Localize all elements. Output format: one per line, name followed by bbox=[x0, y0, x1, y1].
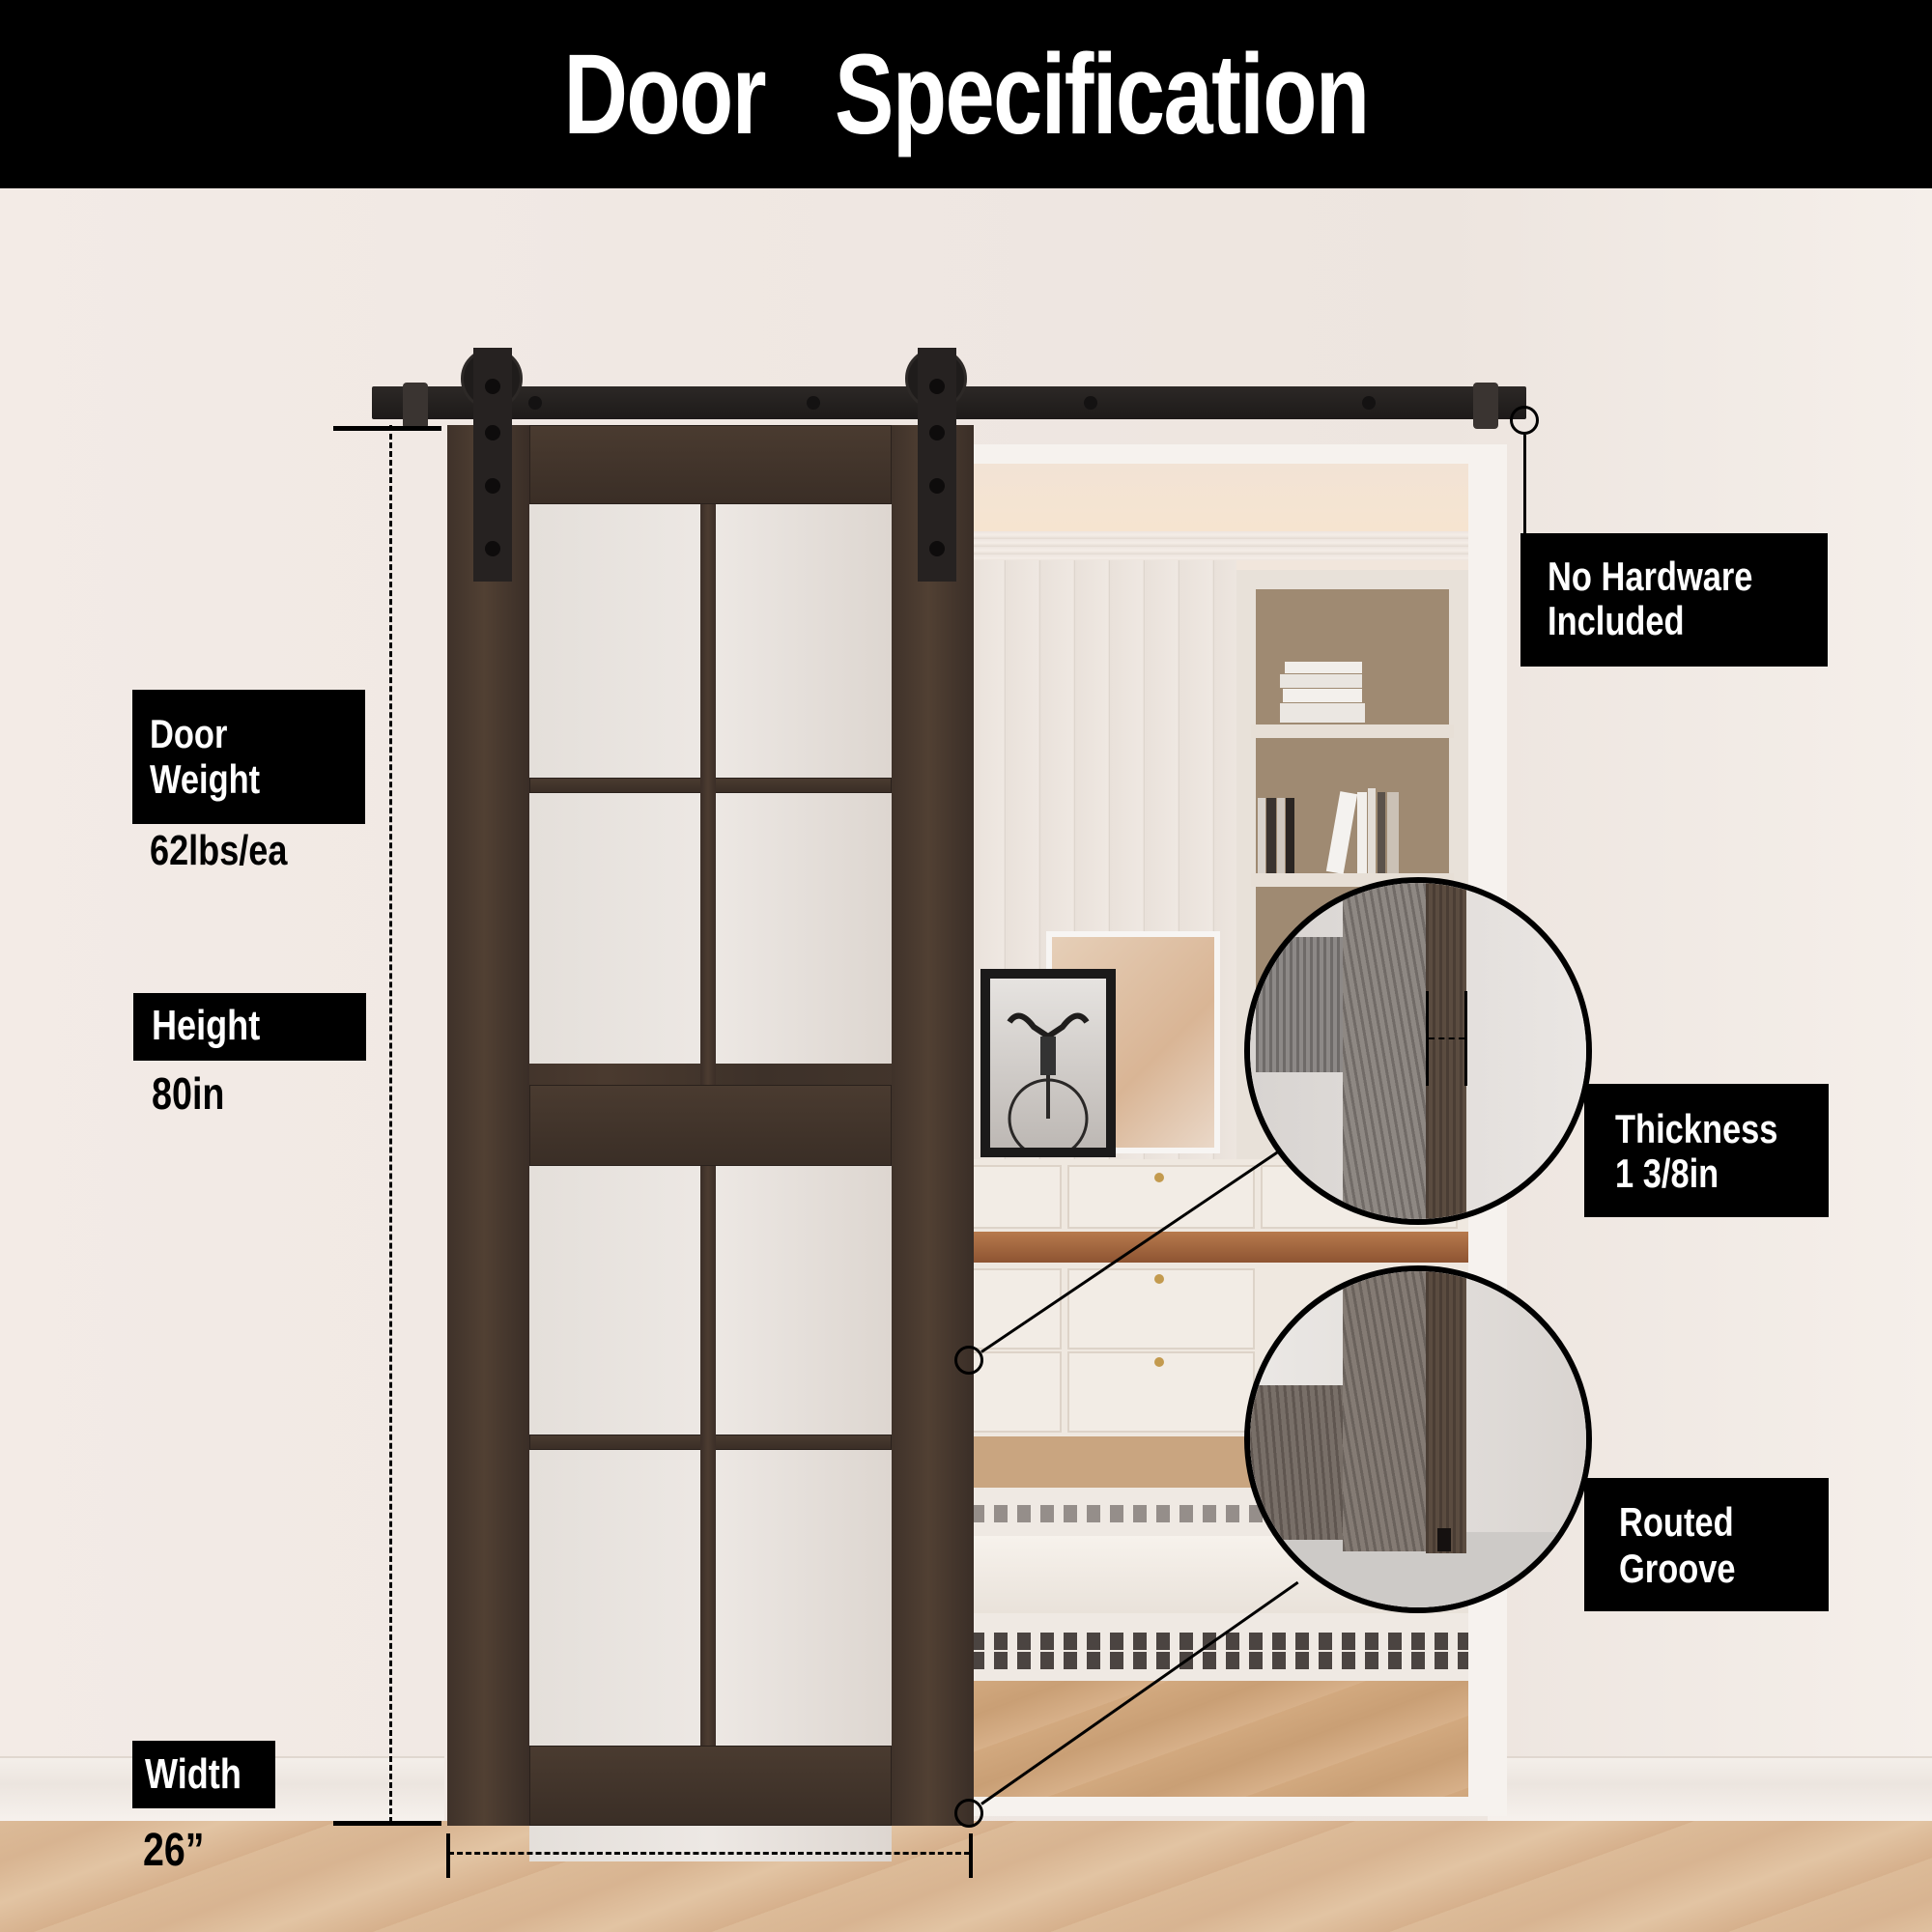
door-stile-face bbox=[1343, 1271, 1426, 1551]
routed-groove-line1: Routed bbox=[1619, 1499, 1734, 1545]
hanger-bolt bbox=[929, 379, 945, 394]
door-weight-value: 62lbs/ea bbox=[150, 827, 288, 874]
bicycle-icon bbox=[1007, 1012, 1090, 1159]
hanger-bolt bbox=[929, 425, 945, 440]
book bbox=[1387, 792, 1399, 873]
thickness-tick-left bbox=[1426, 991, 1429, 1086]
track-bolt bbox=[1362, 396, 1376, 410]
book bbox=[1286, 798, 1294, 873]
thickness-point-marker bbox=[954, 1346, 983, 1375]
thickness-line2: 1 3/8in bbox=[1615, 1151, 1719, 1196]
track-bolt bbox=[528, 396, 542, 410]
book-stack bbox=[1280, 674, 1362, 688]
baseboard-right bbox=[1488, 1756, 1932, 1823]
track-bolt bbox=[807, 396, 820, 410]
hanger-bolt bbox=[929, 478, 945, 494]
header-banner: Door Specification bbox=[0, 0, 1932, 188]
no-hardware-label: No Hardware Included bbox=[1520, 533, 1828, 667]
rug-pattern bbox=[971, 1652, 1468, 1669]
hanger-bolt bbox=[485, 425, 500, 440]
door-weight-label-line1: Door bbox=[150, 711, 228, 756]
rug-pattern bbox=[971, 1633, 1468, 1650]
bicycle-photo-frame bbox=[980, 969, 1116, 1159]
book bbox=[1258, 798, 1265, 873]
door-mullion-lower bbox=[700, 1166, 716, 1746]
door-edge bbox=[1426, 1271, 1466, 1553]
height-value: 80in bbox=[152, 1068, 225, 1119]
drawer bbox=[1067, 1351, 1255, 1433]
hanger-bolt bbox=[485, 478, 500, 494]
book bbox=[1277, 798, 1285, 873]
cabinet-door bbox=[971, 1165, 1062, 1229]
height-dimension-bottom-tick bbox=[333, 1821, 441, 1826]
routed-groove-detail-magnifier bbox=[1244, 1265, 1592, 1613]
book bbox=[1368, 788, 1376, 873]
routed-groove-slot bbox=[1437, 1528, 1451, 1551]
door-edge-thickness bbox=[1426, 883, 1466, 1219]
height-label: Height bbox=[133, 993, 366, 1061]
brass-knob bbox=[1154, 1357, 1164, 1367]
no-hardware-line1: No Hardware bbox=[1548, 554, 1753, 599]
hanger-bolt bbox=[929, 541, 945, 556]
book-stack bbox=[1280, 703, 1365, 723]
room-herringbone-floor bbox=[971, 1681, 1468, 1797]
doorway-room-view bbox=[971, 464, 1468, 1797]
book bbox=[1357, 792, 1367, 873]
width-label-text: Width bbox=[145, 1750, 242, 1798]
width-label: Width bbox=[132, 1741, 275, 1808]
drawer bbox=[971, 1268, 1062, 1350]
crown-molding bbox=[971, 531, 1468, 560]
width-dimension-right-tick bbox=[969, 1833, 973, 1878]
drawer bbox=[1067, 1268, 1255, 1350]
book-stack bbox=[1285, 662, 1362, 673]
door-stile-left bbox=[447, 425, 529, 1826]
thickness-tick-right bbox=[1464, 991, 1467, 1086]
book bbox=[1378, 792, 1385, 873]
shelf-board bbox=[1251, 724, 1454, 738]
wood-countertop bbox=[971, 1232, 1468, 1263]
thickness-label: Thickness 1 3/8in bbox=[1584, 1084, 1829, 1217]
door-mullion-upper bbox=[700, 504, 716, 1085]
hanger-bolt bbox=[485, 379, 500, 394]
book bbox=[1266, 798, 1276, 873]
book-stack bbox=[1283, 689, 1362, 702]
width-dimension-line bbox=[448, 1852, 970, 1855]
door-weight-label: Door Weight bbox=[132, 690, 365, 824]
page-title: Door Specification bbox=[563, 30, 1370, 158]
ceiling-light-strip bbox=[971, 464, 1468, 531]
no-hardware-line2: Included bbox=[1548, 598, 1685, 643]
groove-point-marker bbox=[954, 1799, 983, 1828]
height-dimension-top-tick bbox=[333, 426, 441, 431]
thickness-dimension-line bbox=[1429, 1037, 1464, 1039]
door-panel-edge bbox=[1256, 937, 1346, 1072]
width-dimension-left-tick bbox=[446, 1833, 450, 1878]
door-bottom-rail bbox=[529, 1746, 892, 1826]
thickness-detail-magnifier bbox=[1244, 877, 1592, 1225]
door-bottom-rail-face bbox=[1250, 1385, 1343, 1540]
herringbone-floor bbox=[0, 1821, 1932, 1932]
brass-knob bbox=[1154, 1173, 1164, 1182]
height-dimension-line bbox=[389, 425, 392, 1823]
door-stile-face bbox=[1343, 883, 1426, 1219]
routed-groove-label: Routed Groove bbox=[1584, 1478, 1829, 1611]
brass-knob bbox=[1154, 1274, 1164, 1284]
routed-groove-line2: Groove bbox=[1619, 1546, 1736, 1591]
cabinet-door bbox=[1067, 1165, 1255, 1229]
barn-door bbox=[447, 425, 974, 1861]
track-end-marker bbox=[1510, 406, 1539, 435]
track-stopper-left bbox=[403, 383, 428, 429]
door-weight-label-line2: Weight bbox=[150, 756, 261, 802]
track-bolt bbox=[1084, 396, 1097, 410]
bicycle-photo bbox=[990, 979, 1106, 1159]
door-stile-right bbox=[892, 425, 974, 1826]
hardware-leader-line bbox=[1523, 435, 1526, 534]
thickness-line1: Thickness bbox=[1615, 1106, 1778, 1151]
track-stopper-right bbox=[1473, 383, 1498, 429]
width-value: 26” bbox=[143, 1825, 205, 1876]
door-mid-rail bbox=[529, 1085, 892, 1166]
height-label-text: Height bbox=[152, 1002, 261, 1049]
drawer bbox=[971, 1351, 1062, 1433]
door-top-rail bbox=[529, 425, 892, 504]
hanger-bolt bbox=[485, 541, 500, 556]
